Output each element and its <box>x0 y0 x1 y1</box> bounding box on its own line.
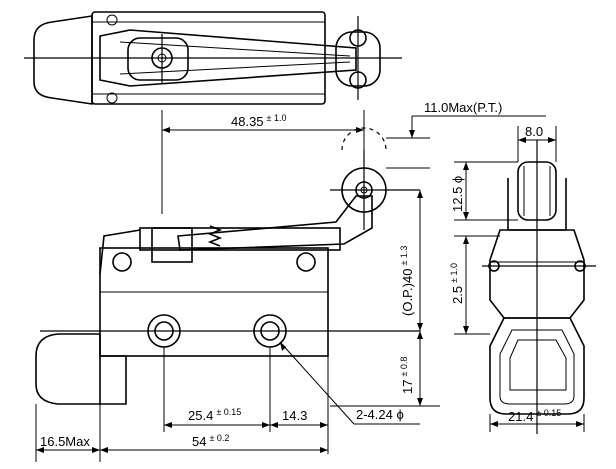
dim-overtravel: 2.5± 1.0 <box>449 263 465 304</box>
front-view-body <box>99 247 329 357</box>
dim-roller-diameter: 12.5 ϕ <box>450 176 465 212</box>
side-view-boot <box>489 317 585 415</box>
dim-mount-height: 17± 0.8 <box>399 357 415 394</box>
dim-hole-callout: 2-4.24 ϕ <box>356 407 404 422</box>
dim-body-width: 21.4± 0.15 <box>508 408 561 424</box>
top-view-corner-screw-bl <box>106 92 118 104</box>
side-view-boot-inner-2 <box>509 339 567 391</box>
front-view-mount-screw-right <box>296 252 316 272</box>
top-view-lever <box>99 29 357 87</box>
dim-hole-offset: 14.3 <box>282 408 307 423</box>
side-view-boot-inner <box>499 329 575 405</box>
dimension-lines <box>35 110 585 462</box>
top-view-lever-inner <box>119 41 351 75</box>
dim-boot-length: 16.5Max <box>40 434 90 449</box>
top-view <box>24 11 402 105</box>
top-view-corner-screw-tl <box>106 14 118 26</box>
top-view-boot <box>33 15 93 105</box>
front-view-boot-neck <box>100 355 127 405</box>
dim-body-length: 54± 0.2 <box>192 433 229 449</box>
front-view-lever-arm <box>177 195 373 251</box>
front-view-top-plate <box>139 227 341 251</box>
front-view-leaf-spring <box>99 229 141 275</box>
dimension-labels: 48.35± 1.0 11.0Max(P.T.) 8.0 12.5 ϕ 2.5±… <box>40 100 561 449</box>
top-view-actuator-slot <box>127 37 189 81</box>
front-view-spring <box>207 225 223 247</box>
dim-pretravel: 11.0Max(P.T.) <box>424 100 502 115</box>
dim-travel-length: 48.35± 1.0 <box>231 113 287 129</box>
side-view <box>482 140 596 434</box>
front-view-boot <box>35 333 101 405</box>
dim-roller-width: 8.0 <box>525 124 543 139</box>
front-view-mount-screw-left <box>112 252 132 272</box>
front-view-plunger-block <box>151 227 193 263</box>
dim-operating-position: (O.P.)40± 1.3 <box>399 246 415 316</box>
dim-hole-spacing: 25.4± 0.15 <box>188 407 241 423</box>
front-view <box>35 127 420 405</box>
